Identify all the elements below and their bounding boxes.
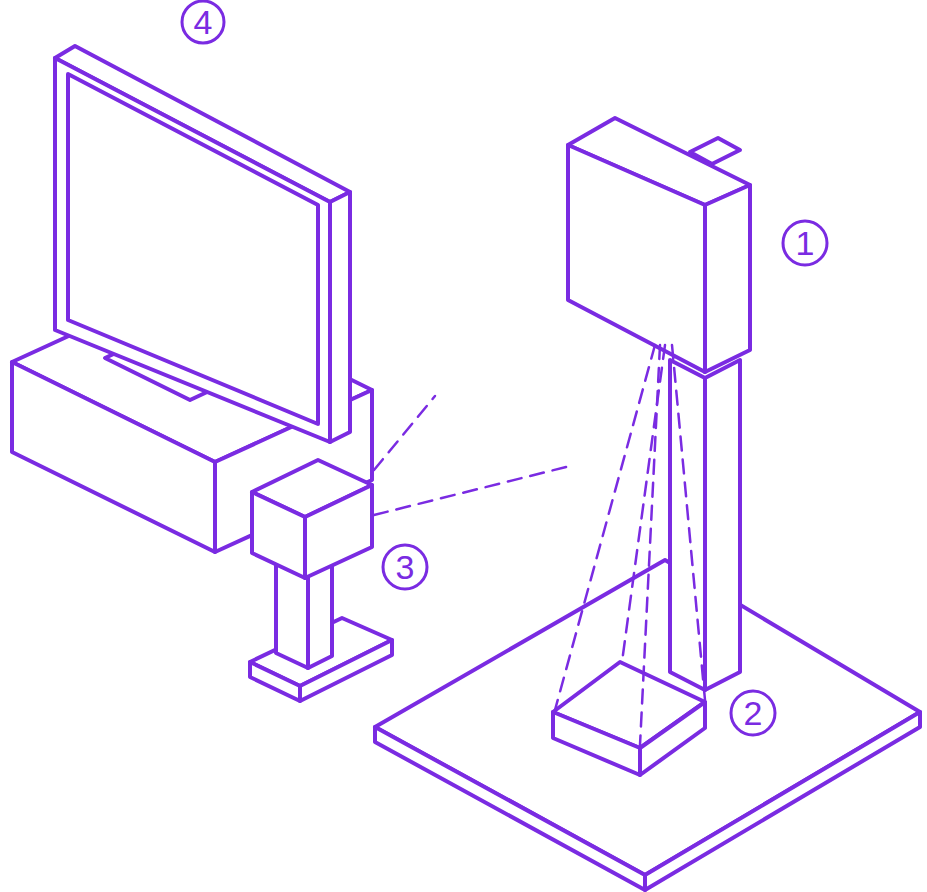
scanned-object <box>553 662 705 775</box>
top-camera-stand <box>568 118 750 690</box>
side-camera <box>250 460 392 701</box>
callout-number: 2 <box>744 696 763 730</box>
callout-number: 3 <box>396 550 415 584</box>
callout-number: 1 <box>796 226 815 260</box>
callout-number: 4 <box>194 5 213 39</box>
view-lines <box>555 345 705 745</box>
view-lines <box>374 396 570 515</box>
monitor <box>55 46 350 442</box>
callout-circle <box>182 1 827 735</box>
